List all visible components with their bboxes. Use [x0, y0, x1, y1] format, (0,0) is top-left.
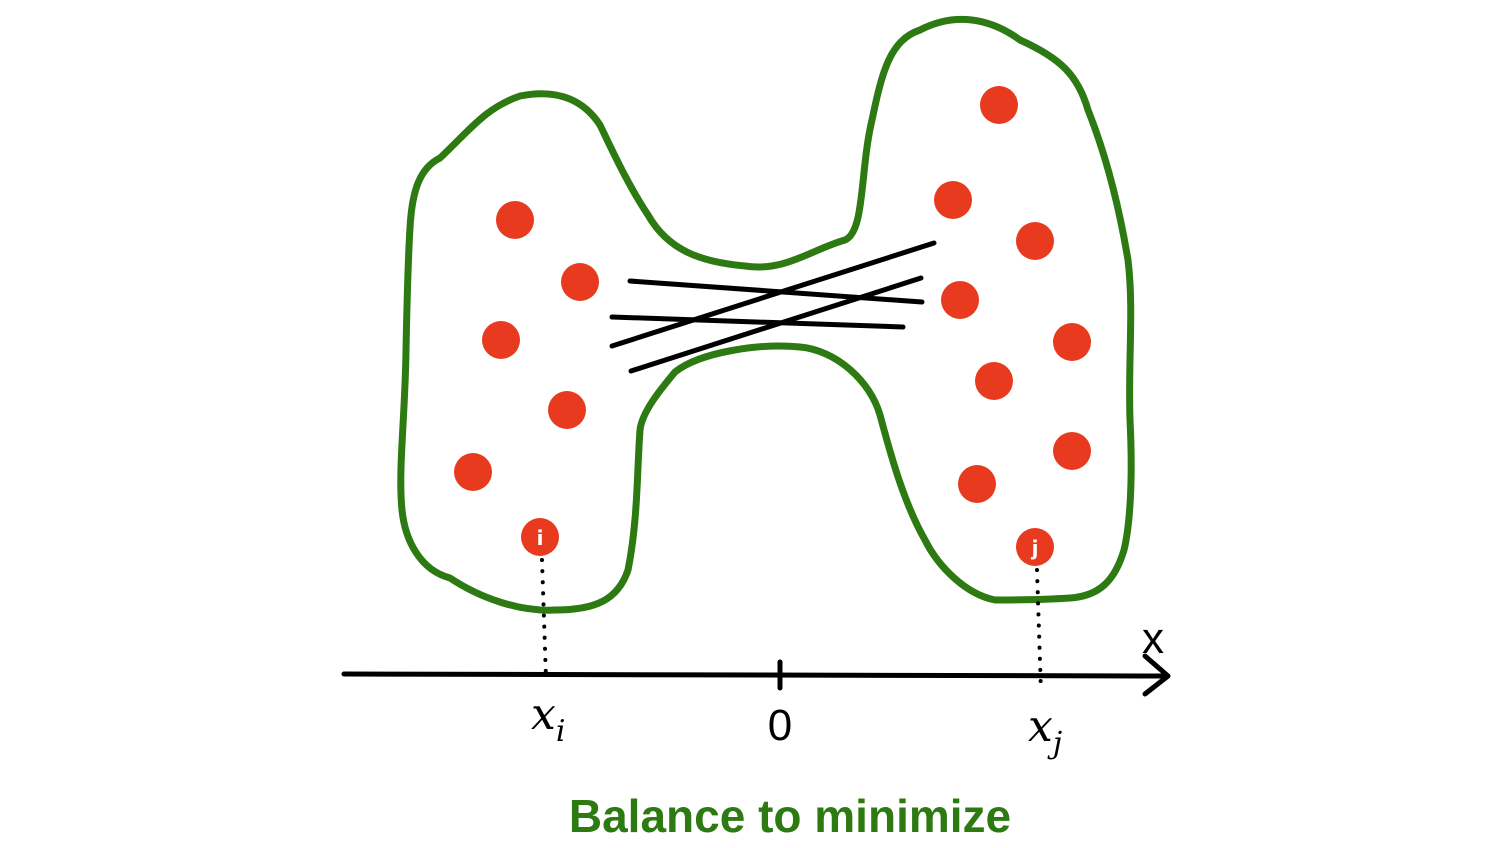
node — [980, 86, 1018, 124]
node — [561, 263, 599, 301]
node — [454, 453, 492, 491]
node — [548, 391, 586, 429]
node — [496, 201, 534, 239]
node — [1016, 222, 1054, 260]
origin-label: 0 — [768, 701, 792, 750]
axis-line — [341, 671, 1169, 679]
x-j-label: xj — [1028, 701, 1062, 761]
projection-i — [540, 558, 548, 680]
left-cluster-nodes — [454, 201, 599, 491]
x-i-label: xi — [531, 689, 565, 749]
axis-name: x — [1142, 614, 1164, 663]
node-i-label: i — [537, 526, 544, 550]
cut-edge — [628, 275, 924, 374]
node — [1053, 323, 1091, 361]
node — [941, 281, 979, 319]
cut-edge — [609, 240, 937, 349]
cut-edges — [609, 240, 937, 374]
node-j-label: j — [1031, 536, 1039, 560]
node — [1053, 432, 1091, 470]
node — [482, 321, 520, 359]
node-i: i — [521, 518, 559, 556]
caption: Balance to minimize — [569, 790, 1011, 842]
node — [975, 362, 1013, 400]
node — [934, 181, 972, 219]
right-cluster-nodes — [934, 86, 1091, 503]
axis-arrowhead — [1142, 653, 1171, 697]
node-j: j — [1016, 528, 1054, 566]
cluster-outline — [397, 15, 1135, 614]
projection-j — [1035, 568, 1043, 694]
cut-edge — [609, 314, 906, 330]
node — [958, 465, 996, 503]
x-axis: x 0 — [341, 614, 1171, 750]
